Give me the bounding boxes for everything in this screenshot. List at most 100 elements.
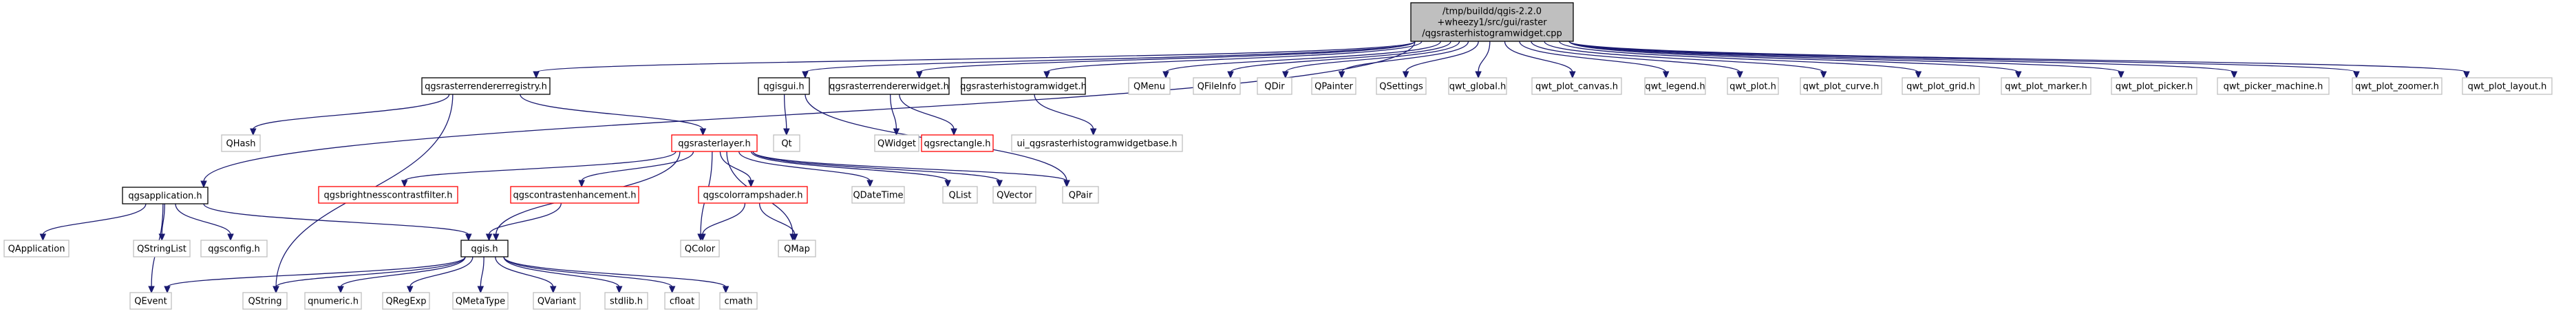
node-box: [698, 186, 808, 204]
node-qsettings: QSettings: [1376, 77, 1427, 95]
node-box: [604, 292, 648, 310]
node-label: QStringList: [137, 244, 187, 255]
edge-line: [890, 94, 897, 130]
node-qgisgui-h[interactable]: qgisgui.h: [758, 77, 810, 95]
node-box: [1062, 186, 1099, 204]
edge-line: [167, 256, 466, 288]
node-qgscolorrampshader-h[interactable]: qgscolorrampshader.h: [698, 186, 808, 204]
node-label: QSettings: [1379, 82, 1423, 92]
node-label: QEvent: [134, 297, 167, 307]
node-box: [1376, 77, 1427, 95]
node-label: qgis.h: [471, 244, 498, 255]
edge-line: [495, 256, 554, 288]
node-qregexp: QRegExp: [382, 292, 430, 310]
node-label: qwt_plot_layout.h: [2468, 82, 2547, 92]
node-stdlib-h: stdlib.h: [604, 292, 648, 310]
edge-qgsapplication-h-to-qgsconfig-h: [175, 203, 234, 242]
edge-line: [1568, 41, 2357, 73]
node-label: qgsrectangle.h: [924, 139, 990, 149]
edge-arrowhead: [485, 233, 493, 242]
node-qgscontrastenhancement-h[interactable]: qgscontrastenhancement.h: [510, 186, 639, 204]
node-qnumeric-h: qnumeric.h: [304, 292, 362, 310]
node-box: [304, 292, 362, 310]
edge-tmp-buildd-qgis-2-2-0-wheezy1-src-gui-raster-qgsrasterhistogramwidget-cpp-to-qwt-plot-picker-h: [1568, 41, 2125, 79]
edge-arrowhead: [337, 286, 344, 294]
edge-qgis-h-to-qstring: [273, 256, 466, 294]
edge-line: [1405, 41, 1479, 73]
edge-tmp-buildd-qgis-2-2-0-wheezy1-src-gui-raster-qgsrasterhistogramwidget-cpp-to-qwt-plot-layout-h: [1568, 41, 2470, 79]
node-qgsrectangle-h[interactable]: qgsrectangle.h: [921, 134, 994, 152]
node-qhash: QHash: [221, 134, 261, 152]
node-qmenu: QMenu: [1128, 77, 1171, 95]
node-label: qgsconfig.h: [208, 244, 259, 255]
node-tmp-buildd-qgis-2-2-0-wheezy1-src-gui-raster-qgsrasterhistogramwidget-cpp[interactable]: /tmp/buildd/qgis-2.2.0+wheezy1/src/gui/r…: [1410, 2, 1574, 42]
node-qwt-plot-grid-h: qwt_plot_grid.h: [1902, 77, 1980, 95]
node-qgsrasterhistogramwidget-h[interactable]: qgsrasterhistogramwidget.h: [960, 77, 1087, 95]
edge-arrowhead: [1569, 71, 1576, 79]
edge-qgsapplication-h-to-qgis-h: [203, 203, 472, 242]
edge-arrowhead: [1736, 71, 1743, 79]
node-box: [242, 292, 288, 310]
edge-arrowhead: [2014, 71, 2022, 79]
node-qgis-h[interactable]: qgis.h: [460, 240, 509, 257]
edge-tmp-buildd-qgis-2-2-0-wheezy1-src-gui-raster-qgsrasterhistogramwidget-cpp-to-qgsrasterrendererwidget-h: [916, 41, 1416, 79]
node-box: [2352, 77, 2442, 95]
node-qvector: QVector: [992, 186, 1036, 204]
edge-tmp-buildd-qgis-2-2-0-wheezy1-src-gui-raster-qgsrasterhistogramwidget-cpp-to-qwt-plot-canvas-h: [1504, 41, 1576, 79]
edge-line: [758, 202, 796, 235]
edges-layer: [39, 41, 2470, 294]
node-label: +wheezy1/src/gui/raster: [1437, 18, 1547, 28]
edge-arrowhead: [2353, 71, 2360, 79]
edge-arrowhead: [39, 233, 47, 242]
node-box: [3, 240, 70, 257]
edge-qgsrasterlayer-h-to-qlist: [750, 151, 951, 188]
edge-qgis-h-to-qmetatype: [477, 256, 485, 294]
node-box: [758, 77, 810, 95]
edge-line: [1544, 41, 1824, 73]
node-label: qgscontrastenhancement.h: [513, 191, 636, 201]
node-label: qgsapplication.h: [128, 191, 202, 202]
edge-tmp-buildd-qgis-2-2-0-wheezy1-src-gui-raster-qgsrasterhistogramwidget-cpp-to-qmenu: [1162, 41, 1441, 79]
node-qgsrasterlayer-h[interactable]: qgsrasterlayer.h: [671, 134, 758, 152]
edge-arrowhead: [1063, 180, 1070, 188]
edge-arrowhead: [699, 128, 707, 136]
edge-arrowhead: [227, 233, 234, 242]
node-qwt-plot-layout-h: qwt_plot_layout.h: [2462, 77, 2553, 95]
edge-line: [503, 256, 620, 288]
edge-arrowhead: [1227, 71, 1234, 79]
node-box: [1531, 77, 1622, 95]
node-label: qgsrasterlayer.h: [678, 139, 751, 149]
edge-line: [1519, 41, 1667, 73]
node-qpair: QPair: [1062, 186, 1099, 204]
edge-line: [520, 94, 704, 130]
edge-arrowhead: [578, 180, 585, 188]
node-label: qwt_plot.h: [1729, 82, 1776, 92]
edge-arrowhead: [866, 180, 873, 188]
node-box: [129, 292, 172, 310]
node-box: [133, 240, 191, 257]
edge-line: [1341, 41, 1469, 73]
node-box: [671, 134, 758, 152]
edge-arrowhead: [492, 233, 500, 242]
edge-line: [1478, 41, 1491, 73]
edge-arrowhead: [2118, 71, 2125, 79]
node-qwt-plot-canvas-h: qwt_plot_canvas.h: [1531, 77, 1622, 95]
node-label: QVariant: [537, 297, 576, 307]
node-box: [382, 292, 430, 310]
node-qwt-plot-curve-h: qwt_plot_curve.h: [1800, 77, 1882, 95]
node-cfloat: cfloat: [664, 292, 700, 310]
node-qgsbrightnesscontrastfilter-h[interactable]: qgsbrightnesscontrastfilter.h: [318, 186, 458, 204]
edge-arrowhead: [802, 71, 809, 79]
edge-qgis-h-to-cfloat: [503, 256, 676, 294]
edge-arrowhead: [1662, 71, 1670, 79]
edge-qgsrasterlayer-h-to-qgsbrightnesscontrastfilter-h: [401, 151, 677, 188]
node-box: [2217, 77, 2330, 95]
node-label: QFileInfo: [1197, 82, 1237, 92]
node-qgsrasterrendererregistry-h[interactable]: qgsrasterrendererregistry.h: [421, 77, 551, 95]
edge-tmp-buildd-qgis-2-2-0-wheezy1-src-gui-raster-qgsrasterhistogramwidget-cpp-to-qwt-plot-curve-h: [1544, 41, 1827, 79]
node-box: [1902, 77, 1980, 95]
node-box: [778, 240, 816, 257]
node-box: [1011, 134, 1183, 152]
node-qgsrasterrendererwidget-h[interactable]: qgsrasterrendererwidget.h: [829, 77, 950, 95]
node-qgsapplication-h[interactable]: qgsapplication.h: [122, 187, 209, 204]
